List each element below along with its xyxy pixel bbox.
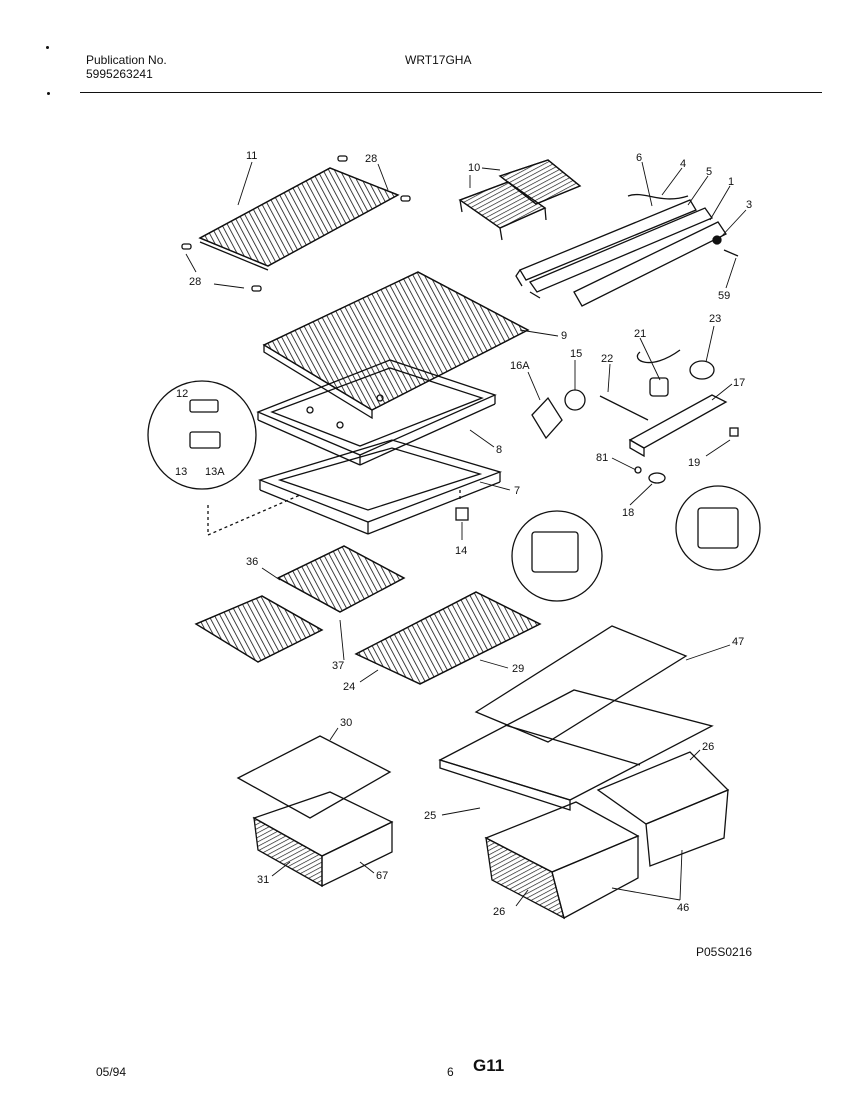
meat-pan-cover (236, 735, 392, 819)
bracket-detail-circle (147, 380, 257, 490)
callout-label: 18 (622, 507, 635, 519)
callout-label: 8 (496, 444, 503, 456)
callout-label: 19 (688, 457, 701, 469)
light-switch (729, 427, 739, 437)
fresh-food-shelf-right (354, 591, 542, 685)
model-number: WRT17GHA (405, 53, 472, 67)
callout-label: 13A (205, 466, 225, 478)
bottom-pan (258, 439, 503, 535)
callout-label: 28 (365, 153, 378, 165)
callout-label: 37 (332, 660, 345, 672)
control-knob (689, 360, 715, 380)
callout-label: 4 (680, 158, 687, 170)
freezer-wire-shelf (198, 167, 400, 271)
callout-label: 21 (634, 328, 647, 340)
callout-label: 26 (493, 906, 506, 918)
meat-pan (252, 791, 394, 888)
ice-trays (458, 159, 582, 241)
crisper-frame (438, 689, 714, 811)
callout-label: 13 (175, 466, 188, 478)
callout-label: 11 (246, 150, 258, 162)
callout-label: 16A (510, 360, 530, 372)
control-housing (628, 394, 728, 458)
callout-leaders (185, 161, 747, 907)
callout-label: 31 (257, 874, 270, 886)
callout-label: 81 (596, 452, 609, 464)
light-wire (599, 395, 649, 421)
callout-label: 9 (561, 330, 568, 342)
crisper-drawer-right (596, 751, 730, 867)
callout-label: 3 (746, 199, 753, 211)
damper-detail-circle (511, 510, 603, 602)
crisper-drawer-left (484, 801, 640, 920)
callout-label: 30 (340, 717, 353, 729)
callout-label: 59 (718, 290, 731, 302)
callout-label: 14 (455, 545, 468, 557)
cover-assembly (262, 271, 530, 420)
fresh-food-shelf-left (194, 595, 324, 663)
scan-speck (47, 92, 50, 95)
switch-detail-circle (675, 485, 761, 571)
callout-label: 47 (732, 636, 745, 648)
callout-label: 26 (702, 741, 715, 753)
light-socket (531, 396, 563, 440)
shelf-clips (181, 155, 411, 292)
header-rule (80, 92, 822, 93)
shelf-frame (256, 359, 497, 466)
publication-number: 5995263241 (86, 67, 153, 81)
thermostat (636, 349, 681, 397)
callout-label: 7 (514, 485, 521, 497)
footer-date: 05/94 (96, 1065, 127, 1079)
callout-label: 15 (570, 348, 583, 360)
freezer-rails (515, 193, 727, 307)
callout-label: 6 (636, 152, 643, 164)
callout-label: 24 (343, 681, 356, 693)
callout-label: 46 (677, 902, 690, 914)
damper-control (455, 507, 469, 521)
rail-bushing (712, 235, 722, 245)
crisper-glass-cover (474, 625, 688, 743)
dashed-leader (207, 494, 301, 536)
callout-label: 17 (733, 377, 746, 389)
fresh-food-shelf-upper (276, 545, 406, 613)
callout-label: 10 (468, 162, 481, 174)
rail-screw (723, 249, 739, 257)
callout-label: 67 (376, 870, 389, 882)
footer-page-number: 6 (447, 1065, 454, 1079)
callout-label: 28 (189, 276, 202, 288)
callout-label: 22 (601, 353, 614, 365)
callout-label: 1 (728, 176, 735, 188)
footer-section: G11 (473, 1056, 505, 1075)
light-bulb (564, 389, 586, 411)
callout-label: 23 (709, 313, 722, 325)
diagram-code: P05S0216 (696, 945, 753, 959)
callout-label: 29 (512, 663, 525, 675)
publication-label: Publication No. (86, 53, 167, 67)
callout-label: 12 (176, 388, 189, 400)
thermostat-knob (648, 472, 666, 484)
callout-label: 36 (246, 556, 259, 568)
callout-label: 5 (706, 166, 713, 178)
callout-label: 25 (424, 810, 437, 822)
scan-speck (46, 46, 49, 49)
